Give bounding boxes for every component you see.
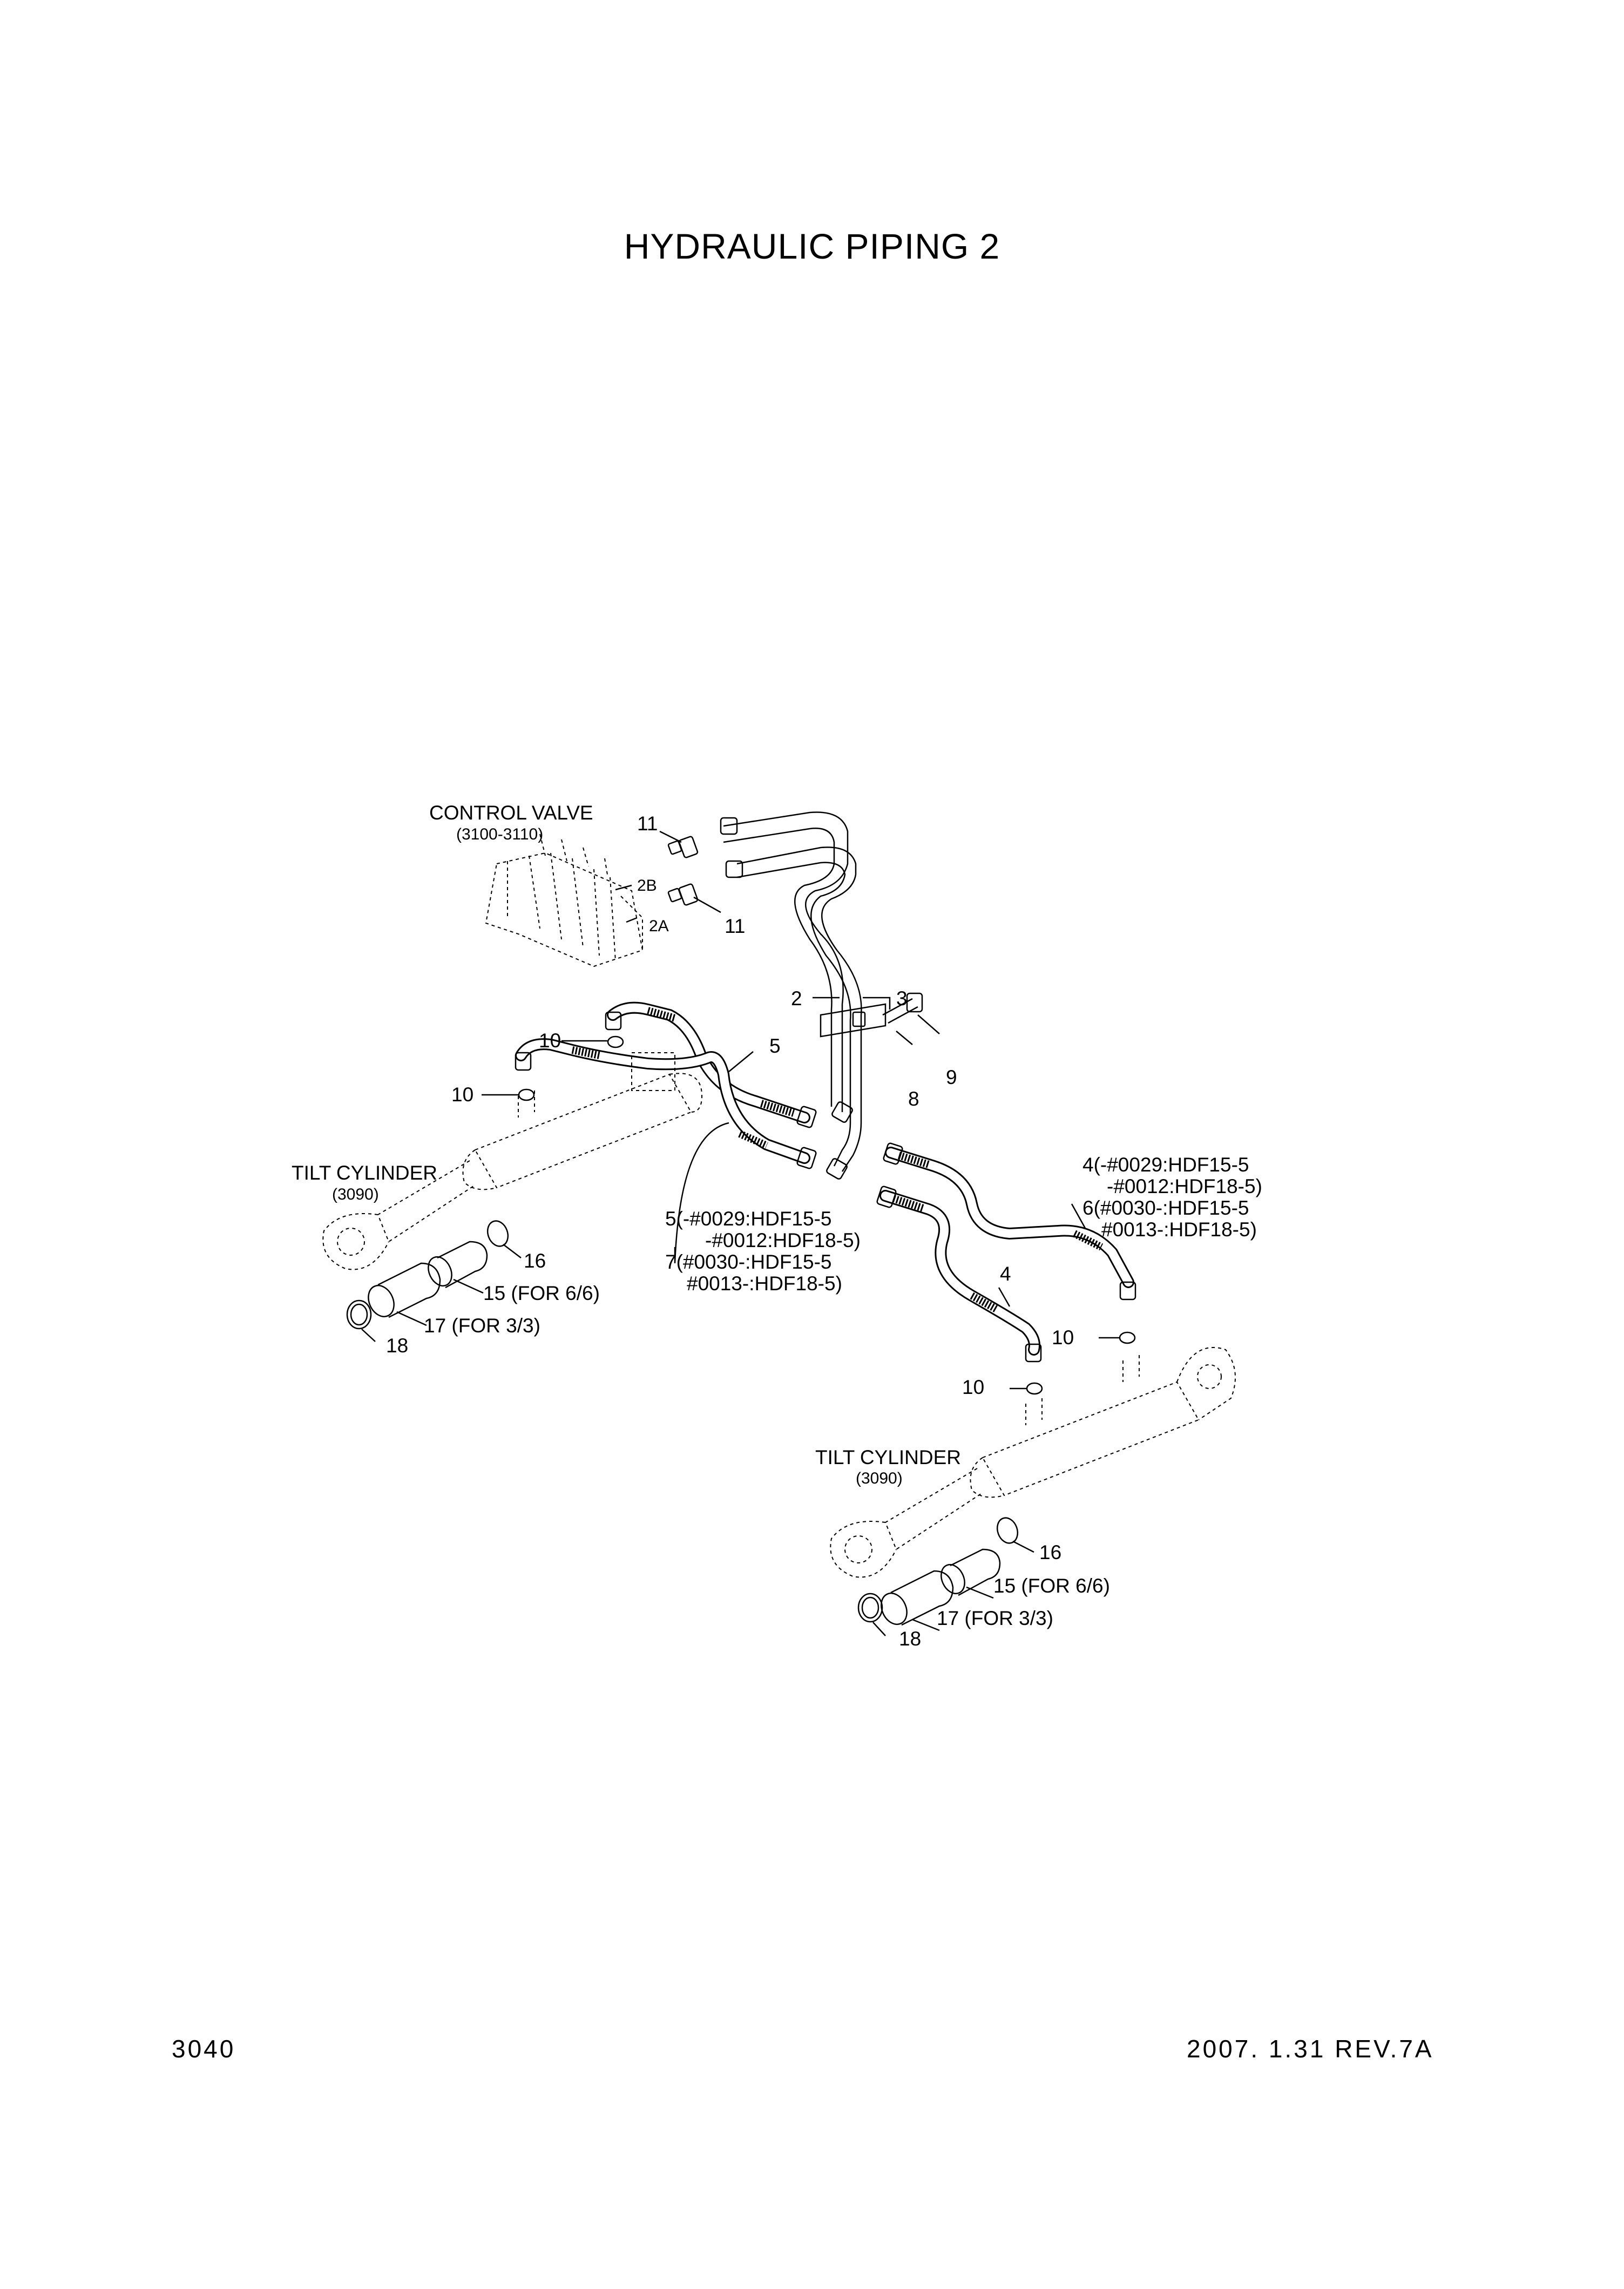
note-left-line-2: -#0012:HDF18-5) xyxy=(705,1229,861,1251)
note-right-line-2: -#0012:HDF18-5) xyxy=(1107,1175,1262,1197)
tilt-cylinder-left-label: TILT CYLINDER xyxy=(292,1162,437,1184)
o-ring-10-a xyxy=(607,1035,624,1048)
port-2a-label: 2A xyxy=(649,917,669,935)
leader-lines xyxy=(361,830,1120,1636)
bolt-9 xyxy=(882,992,923,1024)
control-valve xyxy=(485,834,644,967)
bushing-15-right xyxy=(940,1548,1001,1596)
tilt-cylinder-right xyxy=(830,1347,1236,1578)
revision-date: 2007. 1.31 REV.7A xyxy=(1187,2035,1434,2063)
callout-10-d: 10 xyxy=(962,1376,984,1398)
o-ring-10-d xyxy=(1026,1382,1043,1395)
callout-17-right: 17 (FOR 3/3) xyxy=(937,1607,1053,1629)
o-ring-16-left xyxy=(486,1220,509,1247)
callout-11-lower: 11 xyxy=(725,915,745,937)
snap-ring-18-right xyxy=(857,1593,883,1623)
tilt-cylinder-left xyxy=(322,1052,703,1270)
tilt-cylinder-left-ref: (3090) xyxy=(332,1186,379,1203)
callout-3: 3 xyxy=(896,987,908,1010)
callout-11-upper: 11 xyxy=(637,812,658,835)
page-title: HYDRAULIC PIPING 2 xyxy=(624,226,1000,266)
callout-10-a: 10 xyxy=(539,1030,561,1052)
control-valve-ref: (3100-3110) xyxy=(456,825,543,843)
o-ring-16-right xyxy=(996,1517,1019,1544)
callout-10-c: 10 xyxy=(1052,1326,1074,1349)
hose-7 xyxy=(515,1038,817,1169)
snap-ring-18-left xyxy=(346,1299,372,1330)
bushing-17-left xyxy=(368,1262,441,1318)
callout-18-left: 18 xyxy=(386,1335,408,1357)
callout-15-left: 15 (FOR 6/6) xyxy=(483,1282,600,1304)
clamp-8 xyxy=(820,1003,887,1038)
callout-10-b: 10 xyxy=(451,1083,473,1106)
callout-15-right: 15 (FOR 6/6) xyxy=(993,1575,1110,1597)
note-left-line-4: #0013-:HDF18-5) xyxy=(687,1272,842,1295)
tilt-cylinder-right-ref: (3090) xyxy=(856,1469,903,1487)
o-ring-10-b xyxy=(518,1088,535,1101)
callout-16-right: 16 xyxy=(1039,1541,1061,1563)
callout-18-right: 18 xyxy=(899,1628,921,1650)
page-number: 3040 xyxy=(172,2035,236,2063)
note-right-line-1: 4(-#0029:HDF15-5 xyxy=(1082,1154,1249,1176)
bushing-17-right xyxy=(881,1570,954,1626)
callout-16-left: 16 xyxy=(524,1250,546,1272)
pipe-2-3 xyxy=(720,811,862,1180)
note-left-line-3: 7(#0030-:HDF15-5 xyxy=(665,1251,831,1273)
callout-17-left: 17 (FOR 3/3) xyxy=(424,1315,540,1337)
bushing-15-left xyxy=(428,1241,488,1289)
callout-5: 5 xyxy=(769,1035,781,1057)
callout-9: 9 xyxy=(946,1066,957,1088)
callout-4: 4 xyxy=(1000,1263,1011,1285)
note-right-line-3: 6(#0030-:HDF15-5 xyxy=(1082,1197,1249,1219)
callout-8: 8 xyxy=(908,1088,919,1110)
control-valve-label: CONTROL VALVE xyxy=(429,802,593,824)
hose-6 xyxy=(883,1142,1134,1288)
note-right-line-4: #0013-:HDF18-5) xyxy=(1101,1218,1257,1241)
port-2b-label: 2B xyxy=(637,877,657,895)
fitting-11-upper xyxy=(667,836,699,858)
o-ring-10-c xyxy=(1119,1331,1136,1344)
callout-2: 2 xyxy=(791,987,802,1010)
note-left-line-1: 5(-#0029:HDF15-5 xyxy=(665,1208,831,1230)
fitting-11-lower xyxy=(667,883,699,906)
hose-4 xyxy=(876,1186,1040,1356)
tilt-cylinder-right-label: TILT CYLINDER xyxy=(815,1446,961,1468)
